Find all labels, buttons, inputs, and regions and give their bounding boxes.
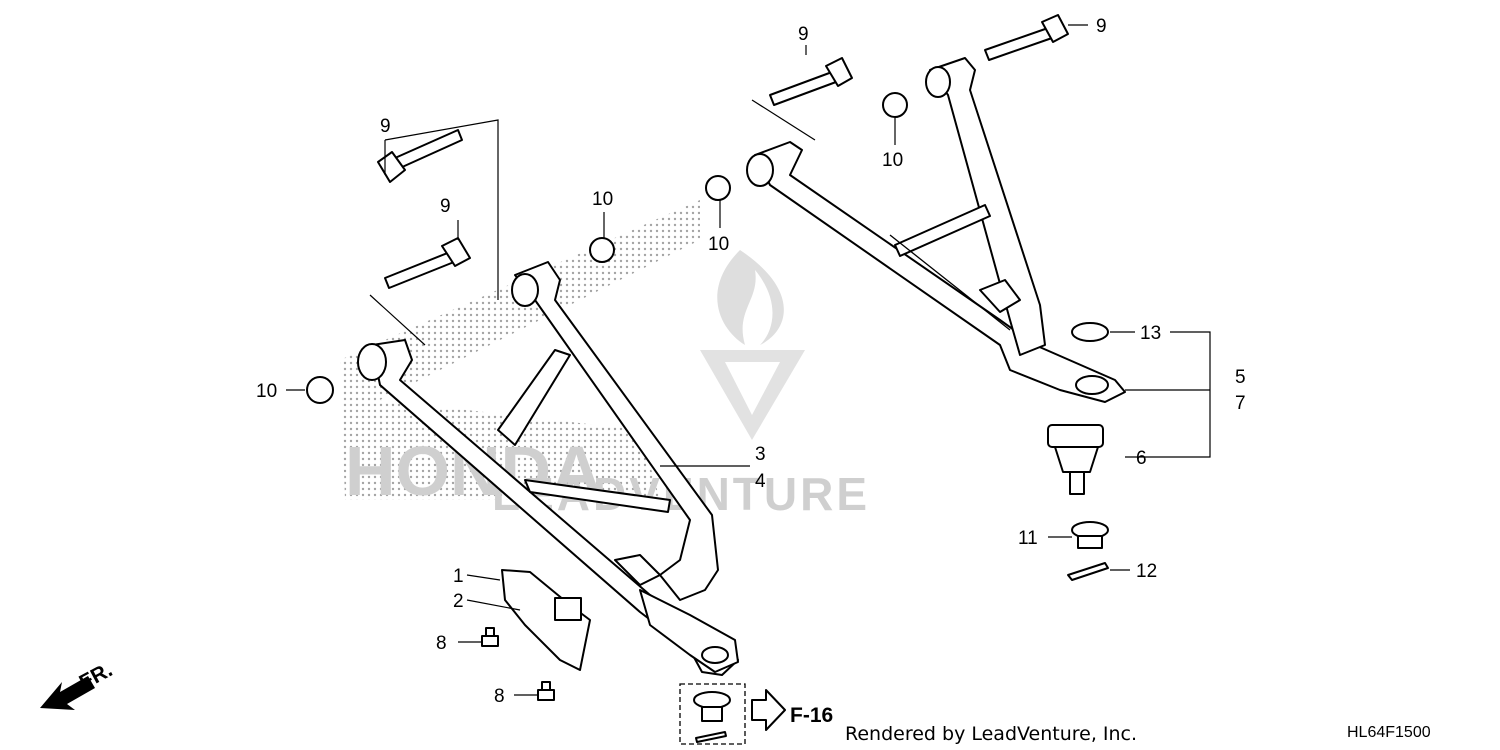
skid-plate-bracket — [554, 597, 582, 621]
flange-bolt-9d — [984, 14, 1069, 61]
flange-nut-10a — [306, 376, 334, 404]
credit-text: Rendered by LeadVenture, Inc. — [845, 723, 1137, 745]
callout-10: 10 — [882, 150, 903, 171]
diagram-code: HL64F1500 — [1347, 724, 1431, 741]
cotter-pin-12 — [1067, 562, 1109, 581]
callout-9: 9 — [1096, 16, 1107, 37]
callout-3: 3 — [755, 444, 766, 465]
flange-nut-10b — [589, 237, 615, 263]
callout-13: 13 — [1140, 323, 1161, 344]
callout-2: 2 — [453, 591, 464, 612]
v-logo-watermark-icon — [700, 350, 805, 440]
callouts: 9 9 9 9 10 10 10 10 1 2 3 4 5 6 7 8 8 11… — [256, 16, 1246, 707]
flange-nut-10d — [882, 92, 908, 118]
flange-nut-10c — [705, 175, 731, 201]
callout-12: 12 — [1136, 561, 1157, 582]
flange-bolt-9c — [769, 57, 853, 106]
callout-10: 10 — [708, 234, 729, 255]
callout-9: 9 — [798, 24, 809, 45]
callout-8: 8 — [494, 686, 505, 707]
front-arrow-icon — [40, 676, 95, 710]
ball-joint-6 — [1047, 424, 1104, 495]
right-lower-a-arm — [746, 57, 1126, 403]
bolt-8b — [537, 681, 555, 701]
callout-7: 7 — [1235, 393, 1246, 414]
callout-9: 9 — [380, 116, 391, 137]
left-lower-a-arm — [357, 261, 739, 676]
flame-watermark-icon — [717, 250, 784, 345]
callout-8: 8 — [436, 633, 447, 654]
flange-bolt-9b — [384, 237, 471, 289]
reference-label: F-16 — [790, 704, 833, 727]
circlip-13 — [1071, 322, 1109, 342]
callout-9: 9 — [440, 196, 451, 217]
callout-6: 6 — [1136, 448, 1147, 469]
leader-lines — [286, 24, 1211, 696]
bolt-8a — [481, 627, 499, 647]
reference-box — [679, 683, 746, 745]
arrow-right-icon — [751, 689, 786, 731]
callout-10: 10 — [592, 189, 613, 210]
callout-1: 1 — [453, 566, 464, 587]
flange-bolt-9a — [377, 129, 463, 183]
callout-10: 10 — [256, 381, 277, 402]
callout-11: 11 — [1018, 528, 1038, 549]
castle-nut-11 — [1071, 521, 1109, 549]
callout-4: 4 — [755, 471, 766, 492]
callout-5: 5 — [1235, 367, 1246, 388]
